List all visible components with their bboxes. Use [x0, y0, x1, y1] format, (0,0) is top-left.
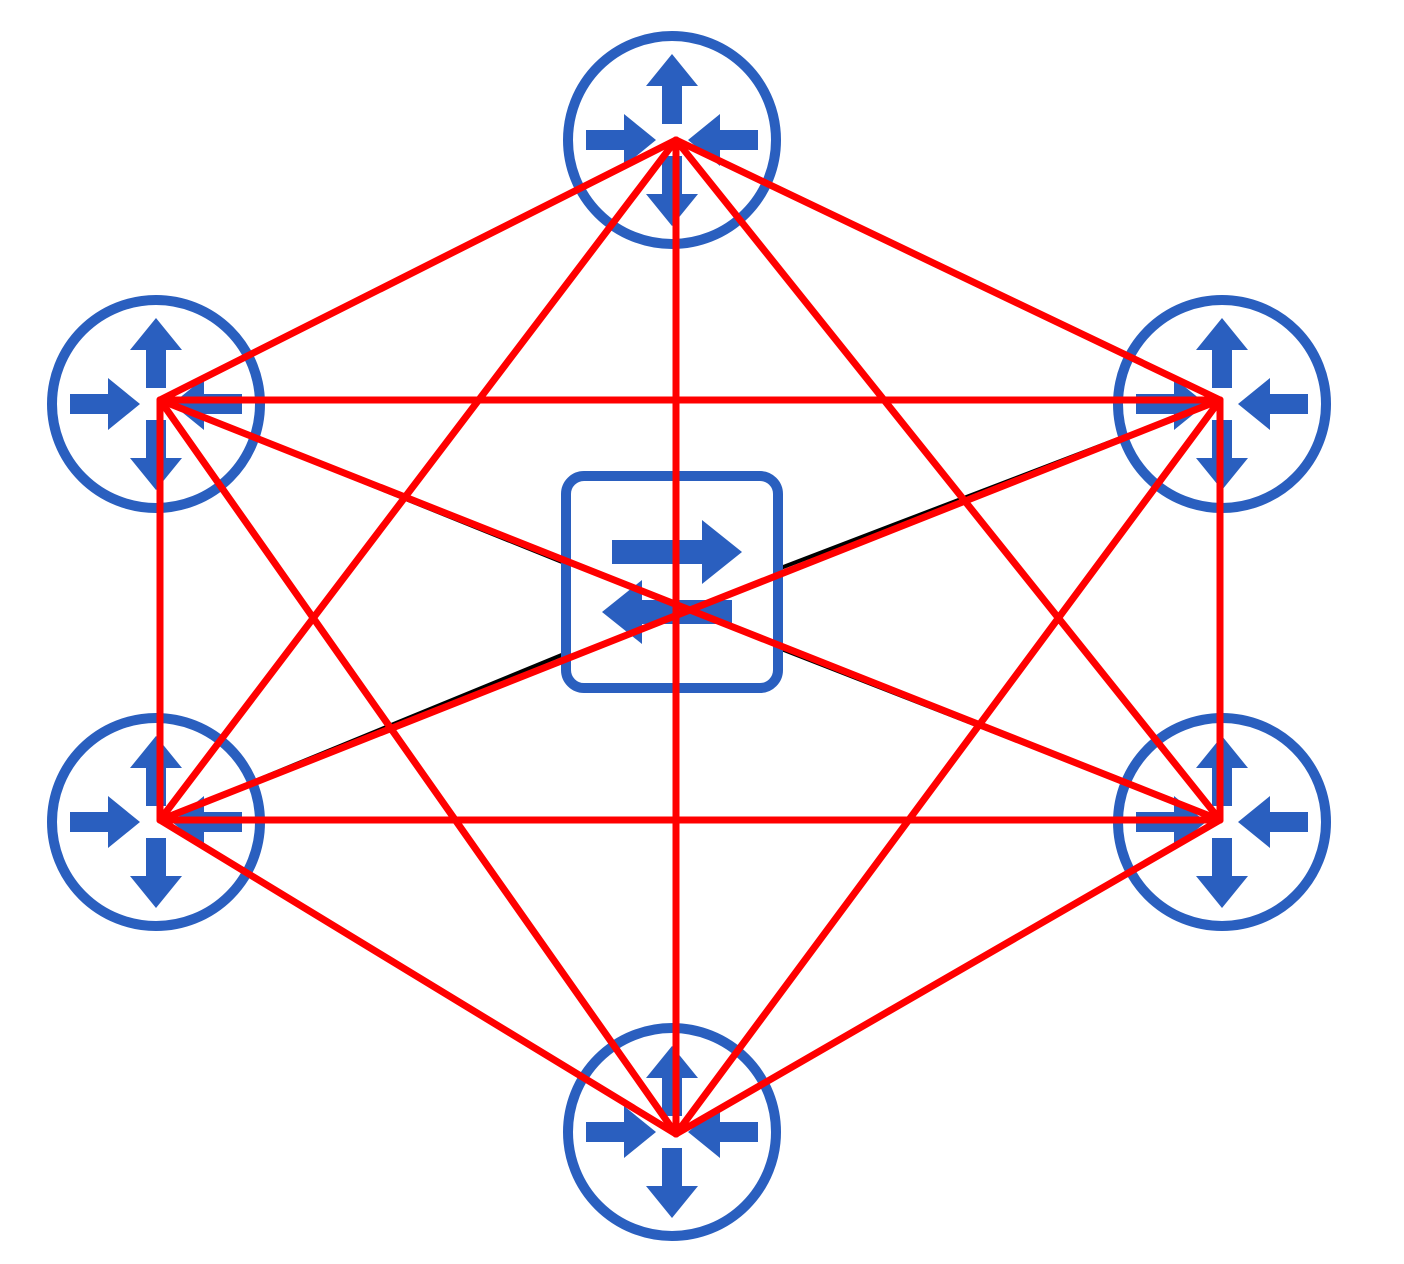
mesh-links: [156, 136, 1224, 1138]
mesh-link-router-top-to-router-upper-left: [156, 136, 680, 404]
mesh-link-router-upper-right-to-router-lower-left: [156, 396, 1224, 824]
mesh-link-router-upper-right-to-router-bottom: [672, 396, 1224, 1138]
mesh-link-router-top-to-router-lower-right: [672, 136, 1224, 824]
mesh-link-router-lower-right-to-router-bottom: [672, 816, 1224, 1138]
switch-center-switch-icon: [566, 476, 778, 688]
router-upper-left-router-icon: [52, 300, 260, 508]
devices: [52, 36, 1326, 1236]
mesh-link-router-upper-left-to-router-bottom: [156, 396, 680, 1138]
mesh-link-router-top-to-router-upper-right: [672, 136, 1224, 404]
mesh-link-router-lower-left-to-router-bottom: [156, 816, 680, 1138]
mesh-link-router-top-to-router-lower-left: [156, 136, 680, 824]
